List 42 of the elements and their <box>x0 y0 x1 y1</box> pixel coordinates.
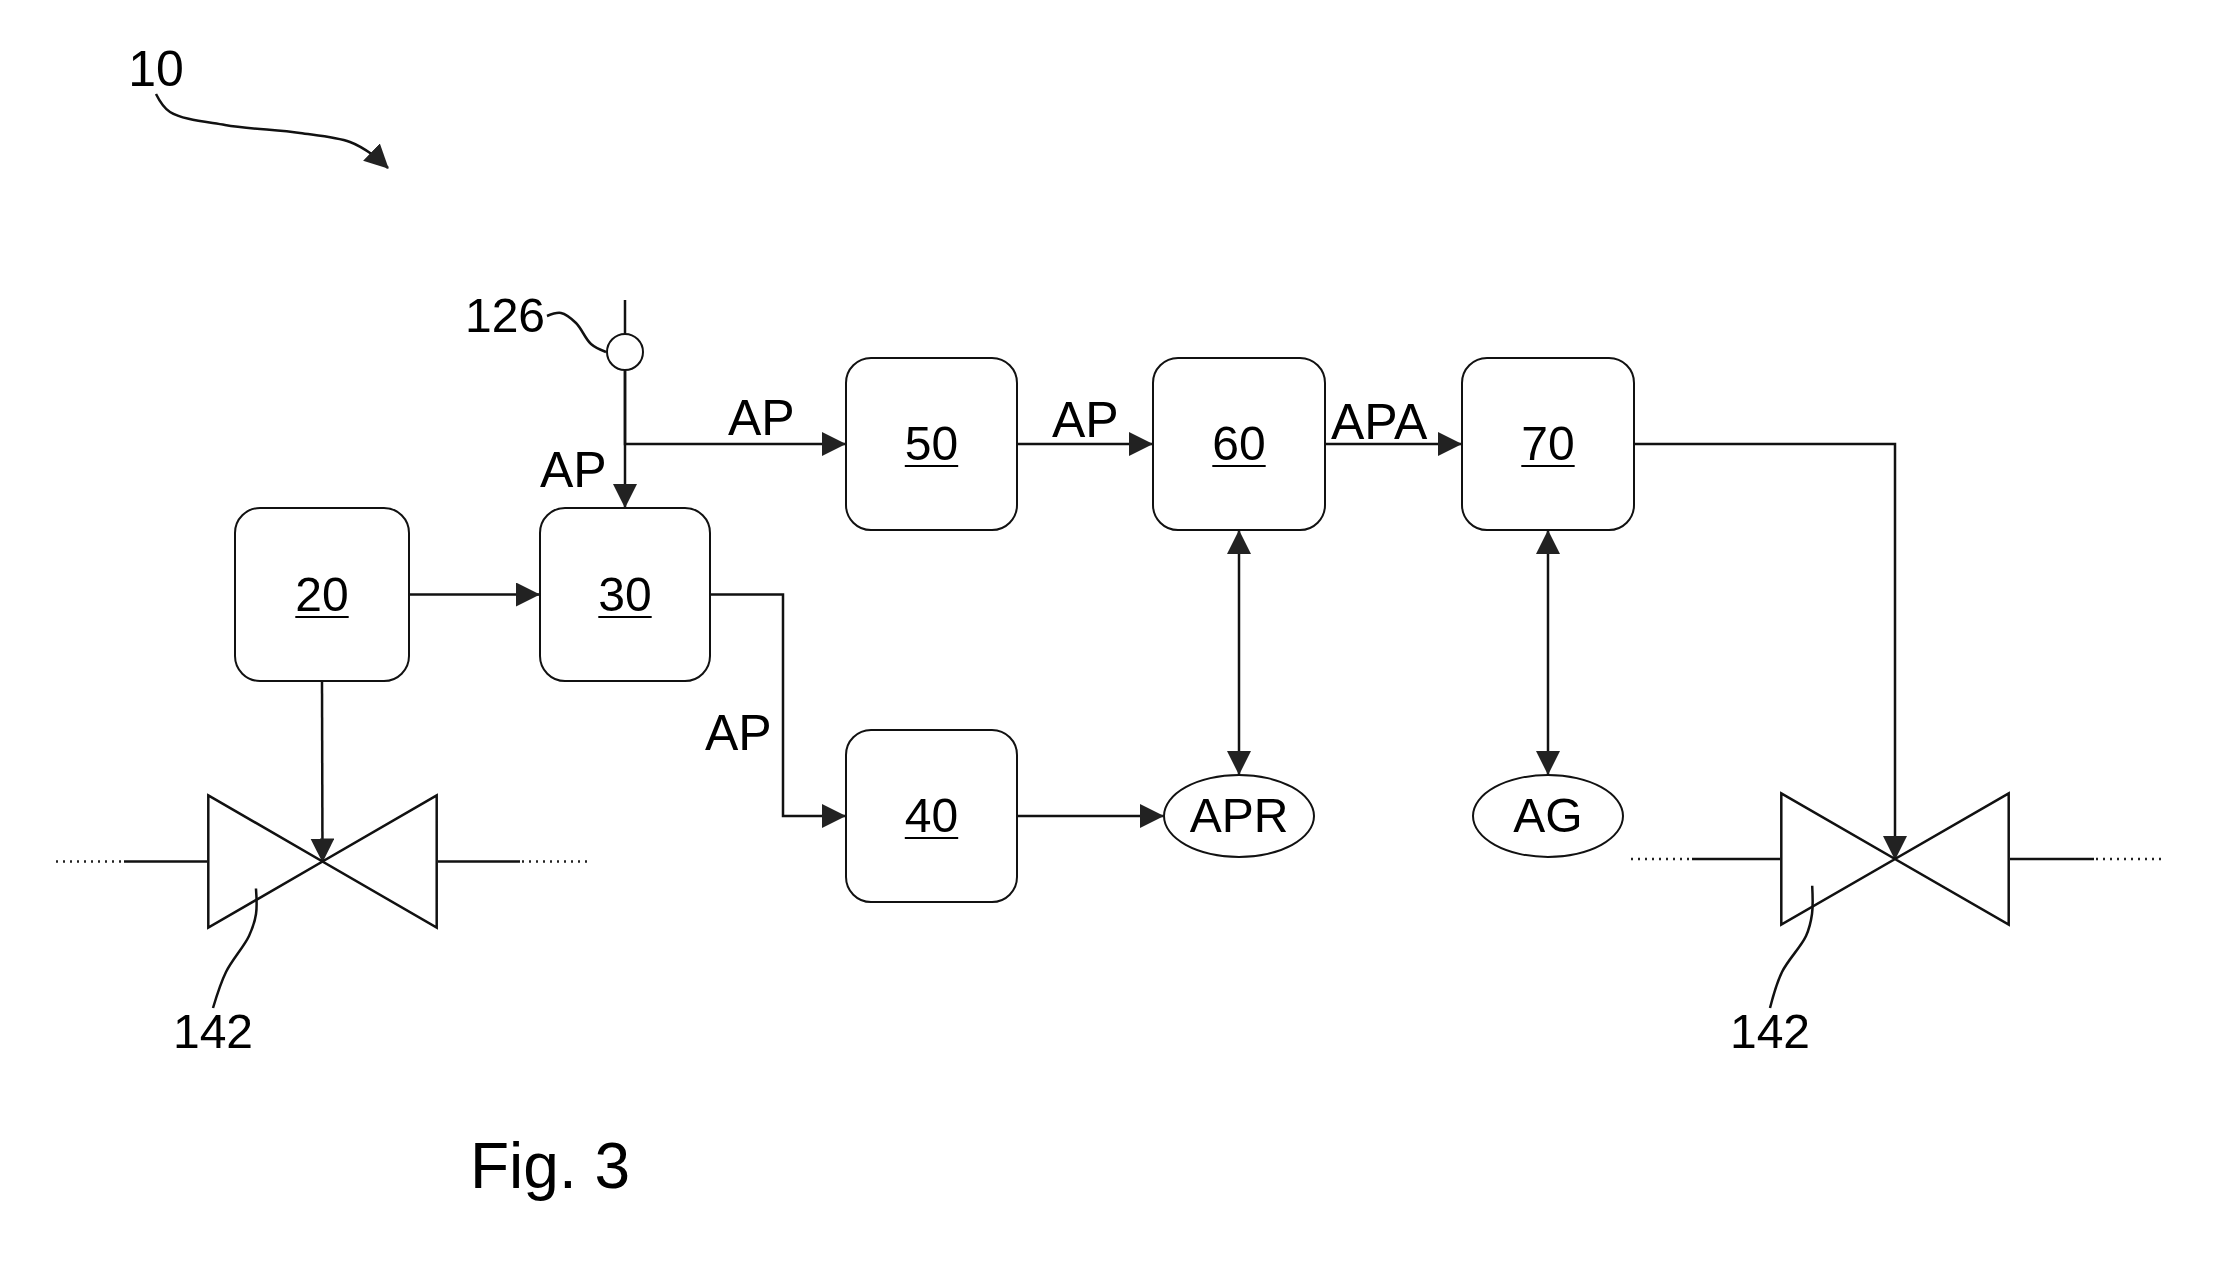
edge-label: AP <box>1052 395 1119 445</box>
circle-symbol <box>606 333 644 371</box>
arrow <box>1227 530 1251 775</box>
reference-numeral: 70 <box>1521 420 1575 468</box>
arrow <box>410 582 540 607</box>
leader-line <box>1768 885 1814 1009</box>
leader-line <box>211 888 258 1009</box>
reference-numeral: 142 <box>1727 1008 1813 1056</box>
valve-symbol <box>207 794 438 929</box>
valve-symbol <box>1780 792 2010 926</box>
arrow <box>1536 530 1560 775</box>
arrow <box>1018 432 1153 456</box>
arrow <box>1018 804 1164 828</box>
arrow <box>310 682 335 863</box>
reference-numeral: 20 <box>295 570 349 619</box>
arrow <box>623 371 846 456</box>
reference-numeral: 40 <box>904 792 959 840</box>
signal-label: AG <box>1513 792 1583 840</box>
arrow <box>1326 432 1462 456</box>
edge-label: AP <box>540 445 607 495</box>
reference-numeral: 50 <box>904 420 959 468</box>
process-box <box>539 507 711 682</box>
process-box <box>1152 357 1326 531</box>
reference-numeral: 30 <box>598 570 652 619</box>
process-box <box>234 507 410 682</box>
connector-line <box>623 300 627 333</box>
arrow <box>711 593 846 828</box>
arrow <box>1635 442 1907 860</box>
process-box <box>845 357 1018 531</box>
edge-label: APA <box>1331 397 1428 447</box>
edge-label: AP <box>705 708 772 758</box>
reference-numeral: 10 <box>125 44 187 94</box>
reference-numeral: 126 <box>463 292 547 340</box>
leader-line <box>154 93 389 169</box>
reference-numeral: 142 <box>170 1008 256 1056</box>
process-box <box>845 729 1018 903</box>
signal-label: APR <box>1189 792 1289 840</box>
oval-symbol <box>1163 774 1315 858</box>
process-box <box>1461 357 1635 531</box>
edge-label: AP <box>728 393 795 443</box>
oval-symbol <box>1472 774 1624 858</box>
reference-numeral: 60 <box>1212 420 1266 468</box>
